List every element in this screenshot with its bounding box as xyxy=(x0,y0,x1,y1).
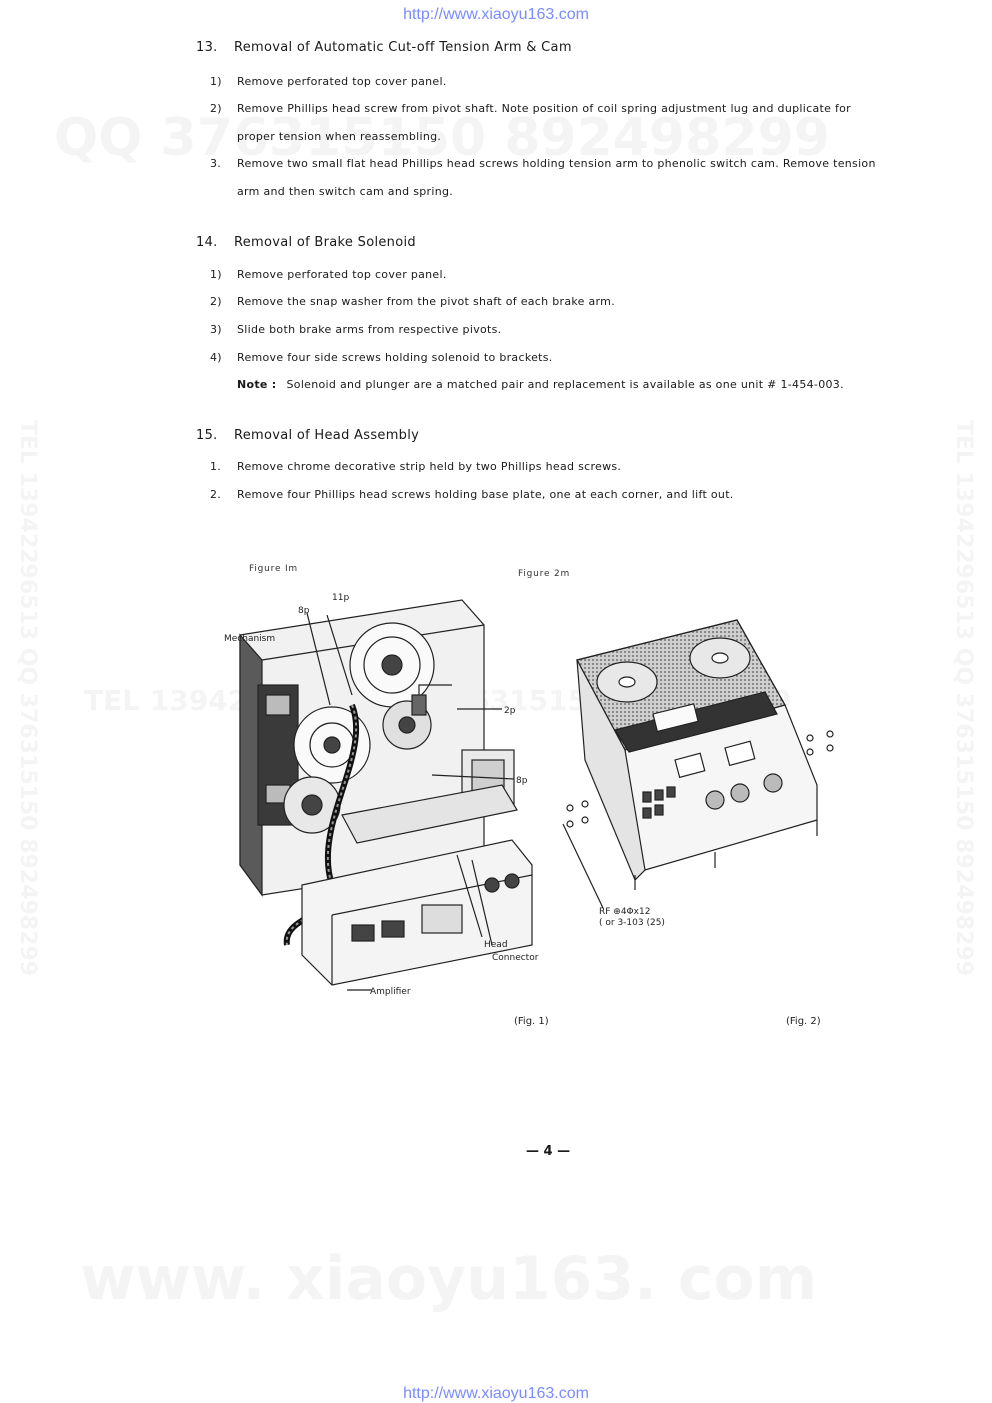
step-number: 3. xyxy=(210,157,222,170)
step-text: Remove two small flat head Phillips head… xyxy=(237,157,876,170)
watermark-site: www. xiaoyu163. com xyxy=(80,1244,817,1314)
label-connector: Connector xyxy=(492,953,539,963)
label-mechanism: Mechanism xyxy=(224,634,275,644)
step-text: Remove four side screws holding solenoid… xyxy=(237,351,553,364)
label-2p: 2p xyxy=(504,706,516,716)
step-number: 2. xyxy=(210,488,222,501)
label-rf-screw: RF ⊕4Φx12 xyxy=(599,907,650,917)
label-8p-right: 8p xyxy=(516,776,528,786)
step-text: Remove Phillips head screw from pivot sh… xyxy=(237,102,851,115)
section-title: Removal of Head Assembly xyxy=(234,428,420,443)
section-number: 13. xyxy=(196,40,218,55)
step-text: Remove four Phillips head screws holding… xyxy=(237,488,734,501)
section-14-heading: 14. Removal of Brake Solenoid xyxy=(196,235,416,250)
note-label: Note : xyxy=(237,378,277,391)
watermark-tel-left: TEL 13942296513 QQ 376315150 892498299 xyxy=(15,420,40,976)
step-number: 4) xyxy=(210,351,222,364)
step-continuation: proper tension when reassembling. xyxy=(237,130,442,143)
note-text: Solenoid and plunger are a matched pair … xyxy=(286,378,844,391)
step-text: Remove the snap washer from the pivot sh… xyxy=(237,295,615,308)
step-number: 2) xyxy=(210,295,222,308)
step-text: Remove perforated top cover panel. xyxy=(237,75,447,88)
label-amplifier: Amplifier xyxy=(370,987,411,997)
step-text: Remove chrome decorative strip held by t… xyxy=(237,460,622,473)
note: Note : Solenoid and plunger are a matched… xyxy=(237,378,844,391)
step-text: Remove perforated top cover panel. xyxy=(237,268,447,281)
step-number: 2) xyxy=(210,102,222,115)
page-number: — 4 — xyxy=(526,1144,571,1159)
figure-2-label: (Fig. 2) xyxy=(786,1016,821,1027)
section-13-heading: 13. Removal of Automatic Cut-off Tension … xyxy=(196,40,572,55)
label-head: Head xyxy=(484,940,508,950)
section-title: Removal of Automatic Cut-off Tension Arm… xyxy=(234,40,572,55)
figure-2-illustration: RF ⊕4Φx12 ( or 3-103 (25) xyxy=(562,619,834,928)
footer-url[interactable]: http://www.xiaoyu163.com xyxy=(403,1385,589,1402)
figure-1-illustration: 11p 8p Mechanism 2p 8p Head Connector Am… xyxy=(224,593,539,997)
step-number: 1) xyxy=(210,268,222,281)
step-number: 1. xyxy=(210,460,222,473)
step-number: 3) xyxy=(210,323,222,336)
figure-1-label: (Fig. 1) xyxy=(514,1016,549,1027)
watermark-tel-right: TEL 13942296513 QQ 376315150 892498299 xyxy=(951,420,976,976)
label-rf-alt: ( or 3-103 (25) xyxy=(599,918,665,928)
section-number: 15. xyxy=(196,428,218,443)
figure-2-caption: Figure 2m xyxy=(518,569,571,579)
section-number: 14. xyxy=(196,235,218,250)
label-11p: 11p xyxy=(332,593,349,603)
step-number: 1) xyxy=(210,75,222,88)
step-continuation: arm and then switch cam and spring. xyxy=(237,185,454,198)
label-8p-top: 8p xyxy=(298,606,310,616)
section-title: Removal of Brake Solenoid xyxy=(234,235,416,250)
step-text: Slide both brake arms from respective pi… xyxy=(237,323,502,336)
section-15-heading: 15. Removal of Head Assembly xyxy=(196,428,419,443)
header-url[interactable]: http://www.xiaoyu163.com xyxy=(403,6,589,23)
figure-1-caption: Figure Im xyxy=(249,564,298,574)
